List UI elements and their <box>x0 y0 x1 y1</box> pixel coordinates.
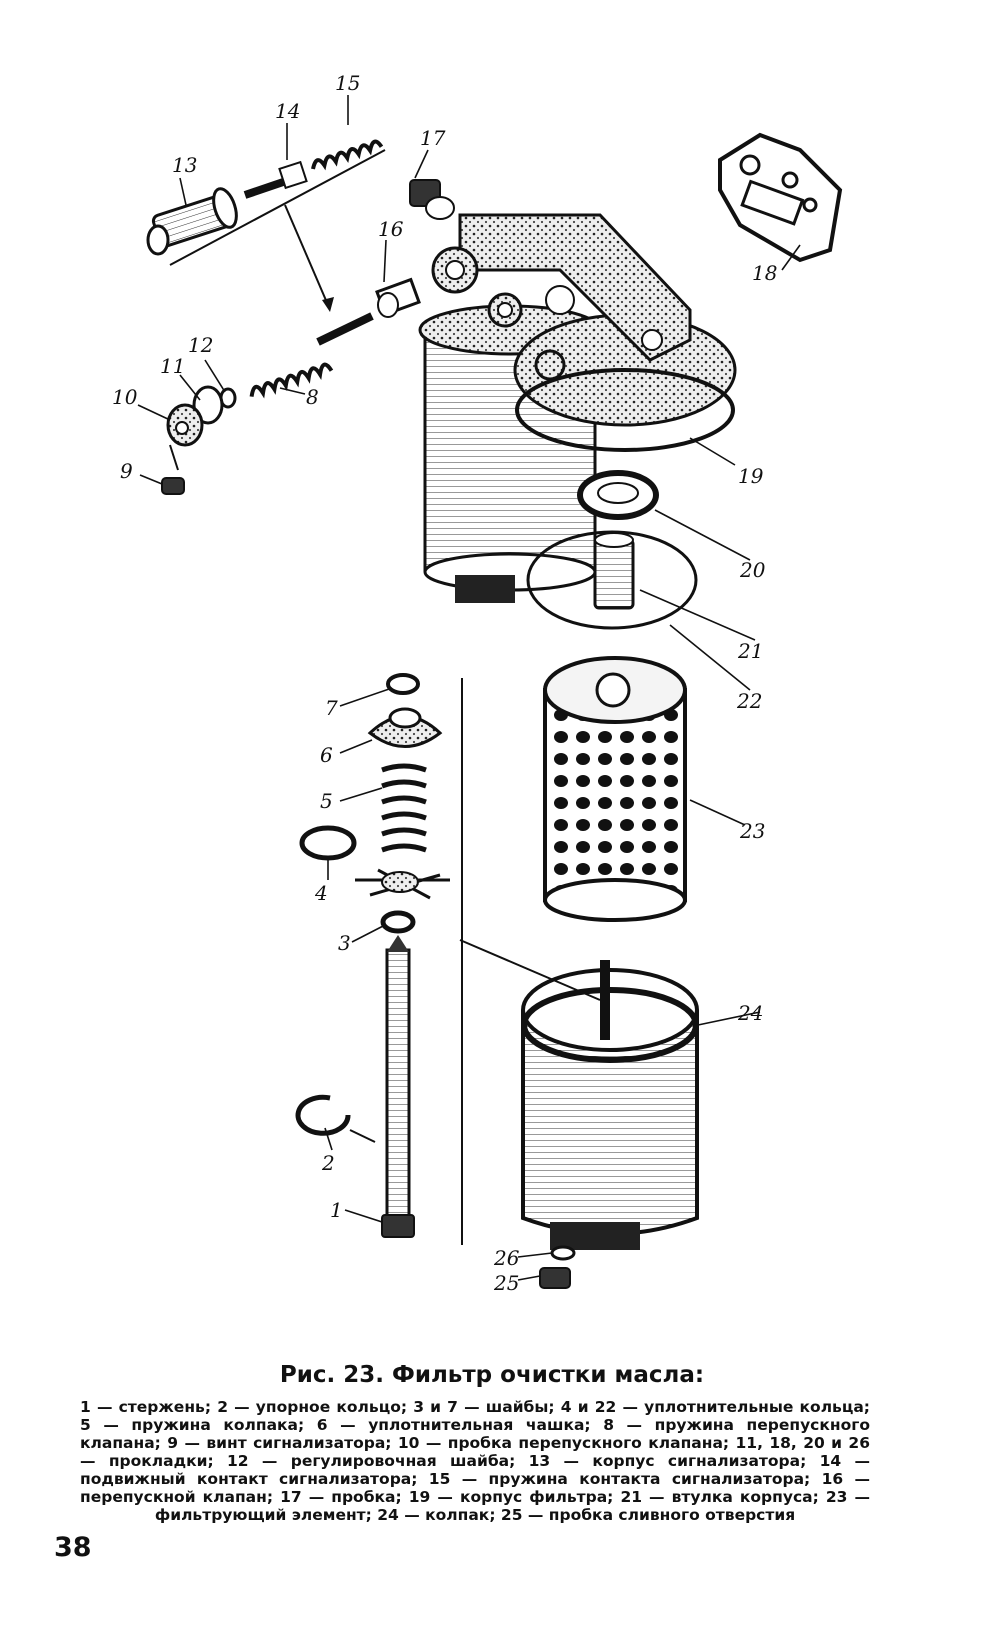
rod-assembly-1-7-illustration <box>295 673 450 1238</box>
filter-housing-illustration <box>418 213 737 603</box>
gasket-18-illustration <box>718 132 843 263</box>
callout-19: 19 <box>738 464 764 488</box>
callout-11: 11 <box>160 354 185 378</box>
signal-parts-9-12-illustration <box>161 385 237 495</box>
contact-14-spring-15-illustration <box>243 139 384 199</box>
callout-8: 8 <box>306 385 319 409</box>
callout-labels: 1 2 3 4 5 6 7 8 9 10 11 12 13 14 15 16 1… <box>112 71 777 1295</box>
callout-4: 4 <box>314 881 328 905</box>
callout-25: 25 <box>493 1271 519 1295</box>
figure-caption-legend: 1 — стержень; 2 — упорное кольцо; 3 и 7 … <box>80 1398 870 1524</box>
callout-2: 2 <box>321 1151 335 1175</box>
callout-12: 12 <box>188 333 213 357</box>
callout-16: 16 <box>378 217 404 241</box>
callout-24: 24 <box>737 1001 763 1025</box>
plug-17-illustration <box>409 179 455 220</box>
callout-leaders <box>137 95 801 1281</box>
callout-21: 21 <box>737 639 763 663</box>
callout-6: 6 <box>320 743 333 767</box>
filter-cap-24-illustration <box>521 960 699 1250</box>
callout-5: 5 <box>320 789 333 813</box>
callout-14: 14 <box>275 99 300 123</box>
callout-10: 10 <box>112 385 138 409</box>
exploded-view-drawing: 1 2 3 4 5 6 7 8 9 10 11 12 13 14 15 16 1… <box>112 71 843 1295</box>
assembly-leader-line <box>459 678 601 1245</box>
filter-element-23-illustration <box>543 656 687 922</box>
callout-9: 9 <box>120 459 133 483</box>
callout-7: 7 <box>325 696 338 720</box>
callout-13: 13 <box>172 153 197 177</box>
callout-22: 22 <box>736 689 762 713</box>
figure-caption-title: Рис. 23. Фильтр очистки масла: <box>279 1362 705 1388</box>
callout-26: 26 <box>493 1246 520 1270</box>
callout-15: 15 <box>335 71 360 95</box>
bypass-spring-8-illustration <box>249 312 374 399</box>
callout-23: 23 <box>739 819 765 843</box>
callout-1: 1 <box>330 1198 343 1222</box>
callout-18: 18 <box>752 261 777 285</box>
callout-3: 3 <box>338 931 351 955</box>
page-number: 38 <box>54 1532 92 1563</box>
bypass-valve-16-illustration <box>375 277 421 318</box>
callout-17: 17 <box>420 126 446 150</box>
seals-20-21-22-illustration <box>526 470 698 630</box>
separator-line <box>169 149 386 312</box>
callout-20: 20 <box>739 558 766 582</box>
signal-housing-13-illustration <box>146 187 238 256</box>
